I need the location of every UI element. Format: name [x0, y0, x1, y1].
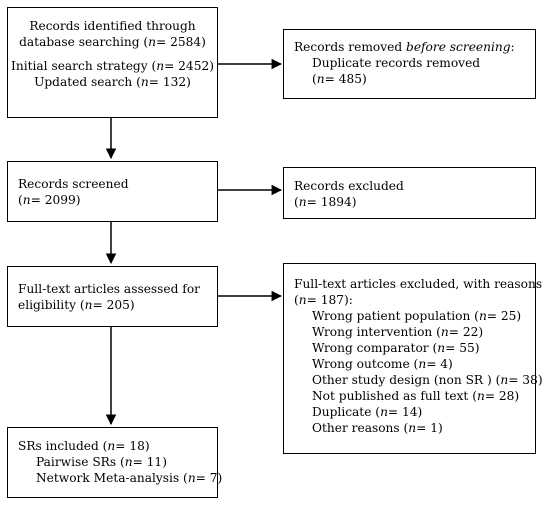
identified-line-3: Initial search strategy (n= 2452)	[11, 59, 214, 73]
identified-line-4: Updated search (n= 132)	[34, 75, 191, 89]
reason-item: Wrong intervention (n= 22)	[312, 325, 484, 339]
included-line-3: Network Meta-analysis (n= 7)	[36, 471, 223, 485]
records-removed-box: Records removed before screening: Duplic…	[283, 29, 536, 99]
reason-item: Not published as full text (n= 28)	[312, 389, 520, 403]
reason-item: Duplicate (n= 14)	[312, 405, 423, 419]
removed-line-1: Records removed before screening:	[294, 40, 515, 54]
included-line-2: Pairwise SRs (n= 11)	[36, 455, 167, 469]
reason-item: Wrong outcome (n= 4)	[312, 357, 453, 371]
fulltext-line-2: eligibility (n= 205)	[18, 298, 135, 312]
records-identified-box: Records identified through database sear…	[7, 7, 218, 118]
records-screened-box: Records screened (n= 2099)	[7, 161, 218, 222]
identified-line-2: database searching (n= 2584)	[19, 35, 206, 49]
reason-item: Wrong patient population (n= 25)	[312, 309, 522, 323]
records-excluded-box: Records excluded (n= 1894)	[283, 167, 536, 219]
ft-excluded-line-2: (n= 187):	[294, 293, 353, 307]
included-line-1: SRs included (n= 18)	[18, 439, 150, 453]
fulltext-excluded-box: Full-text articles excluded, with reason…	[283, 263, 543, 454]
reason-item: Wrong comparator (n= 55)	[312, 341, 480, 355]
srs-included-box: SRs included (n= 18) Pairwise SRs (n= 11…	[7, 427, 223, 498]
removed-line-2: Duplicate records removed	[312, 56, 481, 70]
removed-line-3: (n= 485)	[312, 72, 367, 86]
fulltext-line-1: Full-text articles assessed for	[18, 282, 200, 296]
reason-item: Other reasons (n= 1)	[312, 421, 443, 435]
excluded-line-2: (n= 1894)	[294, 195, 357, 209]
screened-line-1: Records screened	[18, 177, 129, 191]
excluded-line-1: Records excluded	[294, 179, 404, 193]
ft-excluded-line-1: Full-text articles excluded, with reason…	[294, 277, 543, 291]
identified-line-1: Records identified through	[29, 19, 196, 33]
screened-line-2: (n= 2099)	[18, 193, 81, 207]
reason-item: Other study design (non SR ) (n= 38)	[312, 373, 543, 387]
fulltext-assessed-box: Full-text articles assessed for eligibil…	[7, 266, 218, 327]
